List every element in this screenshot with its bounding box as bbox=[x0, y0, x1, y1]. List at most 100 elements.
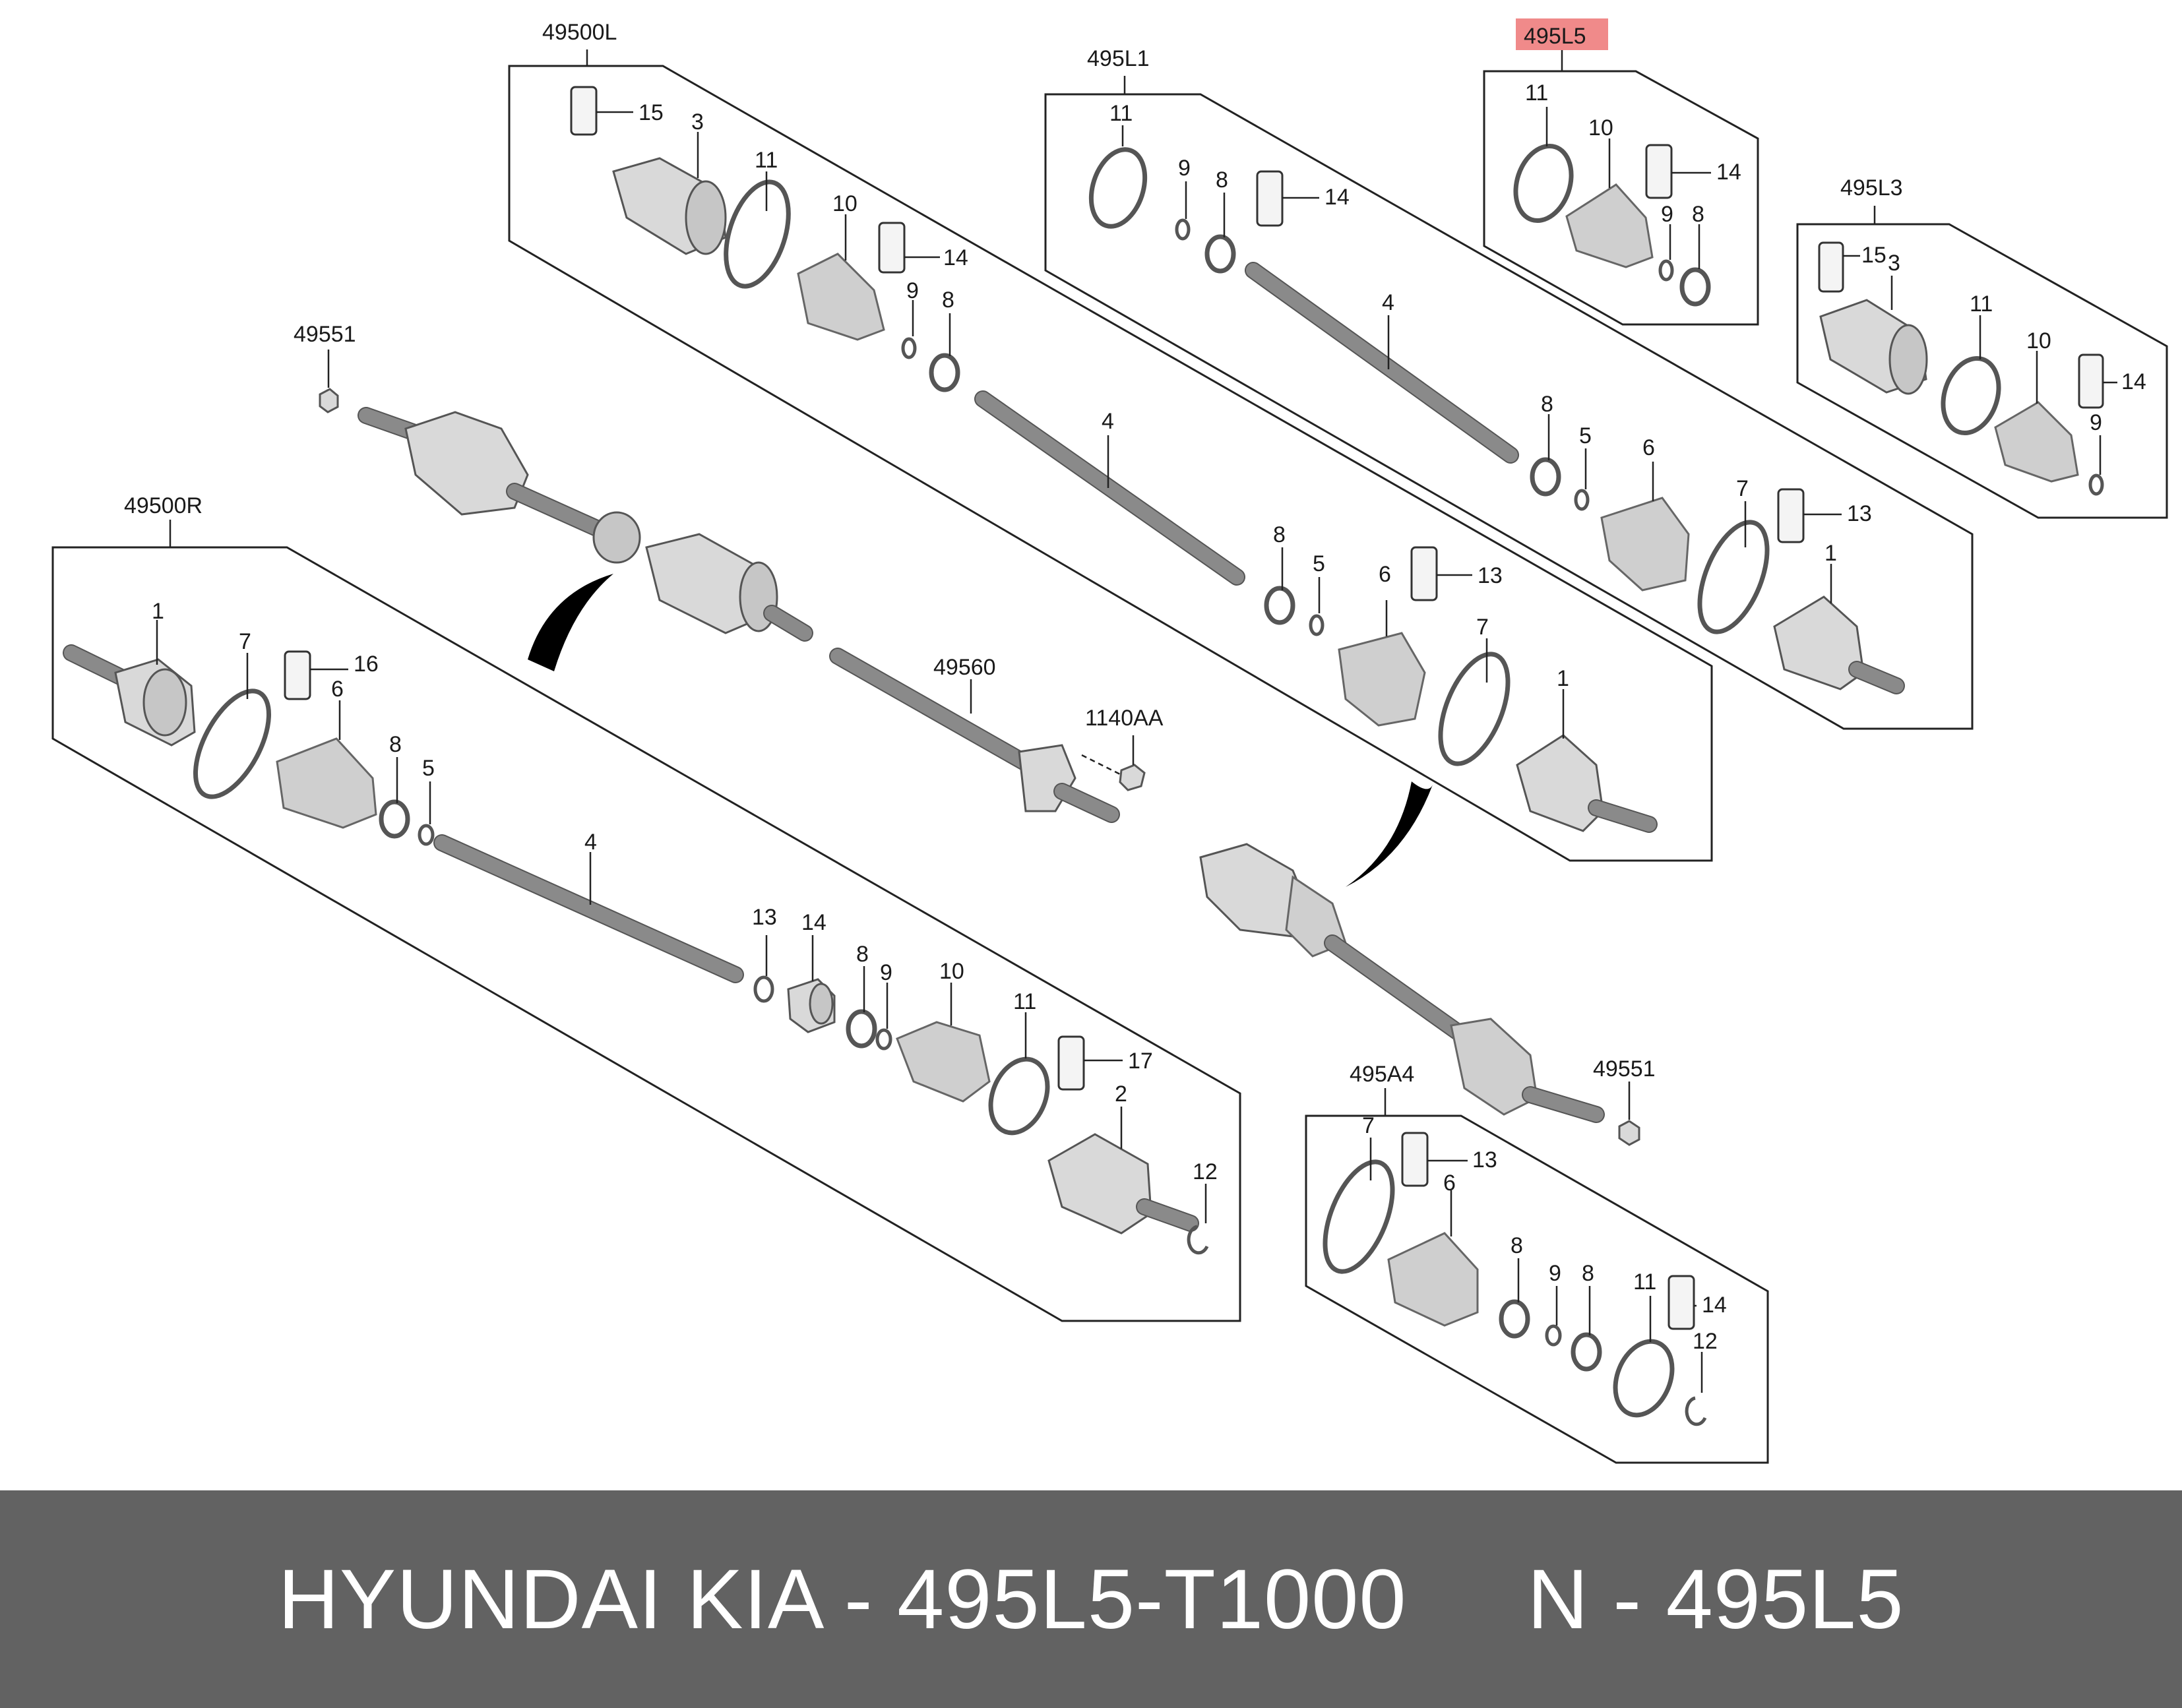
label-12[interactable]: 12 bbox=[1693, 1329, 1718, 1354]
label-6[interactable]: 6 bbox=[1642, 435, 1655, 460]
grease-tube-14[interactable] bbox=[878, 222, 906, 274]
ring-8[interactable] bbox=[1499, 1299, 1530, 1339]
label-9[interactable]: 9 bbox=[1549, 1261, 1561, 1286]
clamp-ring-7[interactable] bbox=[1427, 645, 1522, 774]
circlip-9[interactable] bbox=[1545, 1324, 1562, 1347]
boot-6[interactable] bbox=[1338, 632, 1426, 727]
label-5[interactable]: 5 bbox=[1579, 423, 1592, 448]
group-label-1140AA[interactable]: 1140AA bbox=[1085, 706, 1164, 731]
grease-tube-14[interactable] bbox=[1645, 144, 1673, 199]
circlip-5[interactable] bbox=[418, 824, 435, 846]
label-12[interactable]: 12 bbox=[1193, 1159, 1218, 1184]
circlip-13[interactable] bbox=[753, 975, 774, 1003]
tripod-housing-2[interactable] bbox=[1047, 1133, 1199, 1235]
bearing-14[interactable] bbox=[787, 978, 836, 1033]
grease-tube-14[interactable] bbox=[1256, 170, 1284, 227]
group-label-495L5[interactable]: 495L5 bbox=[1524, 24, 1586, 49]
snap-ring-12[interactable] bbox=[1685, 1396, 1707, 1426]
label-4[interactable]: 4 bbox=[1102, 409, 1114, 434]
label-14[interactable]: 14 bbox=[2121, 369, 2146, 394]
label-11[interactable]: 11 bbox=[1970, 291, 1993, 317]
intermediate-shaft-49560[interactable] bbox=[829, 648, 1120, 823]
label-14[interactable]: 14 bbox=[1702, 1293, 1727, 1318]
label-4[interactable]: 4 bbox=[1382, 290, 1394, 315]
grease-tube-17[interactable] bbox=[1057, 1035, 1085, 1091]
label-1[interactable]: 1 bbox=[1824, 541, 1837, 566]
grease-tube-14[interactable] bbox=[1668, 1275, 1695, 1330]
group-label-49500L[interactable]: 49500L bbox=[542, 20, 617, 45]
ring-8[interactable] bbox=[379, 799, 410, 839]
snap-ring-12[interactable] bbox=[1187, 1225, 1209, 1255]
circlip-9[interactable] bbox=[901, 337, 917, 359]
shaft-4[interactable] bbox=[976, 392, 1244, 584]
label-8b[interactable]: 8 bbox=[1582, 1261, 1594, 1286]
clamp-ring-7[interactable] bbox=[181, 680, 284, 808]
label-1[interactable]: 1 bbox=[152, 599, 164, 624]
label-1[interactable]: 1 bbox=[1557, 666, 1569, 691]
label-7[interactable]: 7 bbox=[1476, 615, 1489, 640]
label-6[interactable]: 6 bbox=[1379, 562, 1391, 587]
label-6[interactable]: 6 bbox=[331, 677, 344, 702]
label-3[interactable]: 3 bbox=[1888, 251, 1900, 276]
label-5[interactable]: 5 bbox=[422, 756, 435, 781]
label-8b[interactable]: 8 bbox=[1541, 392, 1553, 417]
circlip-9[interactable] bbox=[2088, 473, 2104, 496]
boot-6[interactable] bbox=[1600, 497, 1690, 592]
circlip-9[interactable] bbox=[875, 1028, 892, 1051]
label-9[interactable]: 9 bbox=[1178, 156, 1191, 181]
group-label-49560[interactable]: 49560 bbox=[933, 655, 996, 680]
boot-10[interactable] bbox=[1994, 401, 2079, 483]
label-4[interactable]: 4 bbox=[584, 830, 597, 855]
label-8[interactable]: 8 bbox=[1511, 1233, 1523, 1258]
boot-6[interactable] bbox=[1387, 1232, 1479, 1327]
label-9[interactable]: 9 bbox=[880, 960, 892, 985]
label-13[interactable]: 13 bbox=[1472, 1147, 1497, 1173]
outer-cv-joint-1[interactable] bbox=[63, 644, 196, 747]
circlip-9[interactable] bbox=[1175, 218, 1191, 241]
assembled-left-shaft[interactable] bbox=[358, 407, 813, 642]
label-2[interactable]: 2 bbox=[1115, 1082, 1127, 1107]
group-label-495L3[interactable]: 495L3 bbox=[1840, 175, 1903, 200]
label-9[interactable]: 9 bbox=[1661, 202, 1673, 227]
label-8b[interactable]: 8 bbox=[856, 942, 869, 967]
circlip-5[interactable] bbox=[1574, 489, 1590, 511]
boot-10[interactable] bbox=[896, 1021, 991, 1103]
label-11[interactable]: 11 bbox=[1013, 989, 1036, 1014]
grease-tube-15[interactable] bbox=[570, 86, 598, 136]
label-8b[interactable]: 8 bbox=[1273, 522, 1286, 547]
group-label-49500R[interactable]: 49500R bbox=[124, 493, 203, 518]
nut-49551-upper[interactable] bbox=[319, 388, 339, 413]
group-label-495A4[interactable]: 495A4 bbox=[1350, 1062, 1414, 1087]
label-7[interactable]: 7 bbox=[239, 629, 251, 654]
grease-tube-16[interactable] bbox=[284, 650, 311, 700]
label-17[interactable]: 17 bbox=[1128, 1049, 1153, 1074]
label-10[interactable]: 10 bbox=[2026, 328, 2051, 353]
clamp-ring-7[interactable] bbox=[1311, 1153, 1406, 1281]
ring-8b[interactable] bbox=[1530, 457, 1561, 497]
label-8[interactable]: 8 bbox=[389, 732, 402, 757]
label-3[interactable]: 3 bbox=[691, 109, 704, 135]
label-10[interactable]: 10 bbox=[832, 191, 857, 216]
group-label-495L1[interactable]: 495L1 bbox=[1087, 46, 1150, 71]
grease-tube-15[interactable] bbox=[1818, 241, 1844, 293]
label-11[interactable]: 11 bbox=[755, 148, 778, 173]
grease-tube-13[interactable] bbox=[1401, 1132, 1429, 1187]
clamp-ring-11[interactable] bbox=[980, 1051, 1058, 1142]
nut-49551-lower[interactable] bbox=[1618, 1120, 1640, 1146]
clamp-ring-7[interactable] bbox=[1686, 513, 1781, 642]
label-13[interactable]: 13 bbox=[752, 905, 777, 930]
label-15[interactable]: 15 bbox=[1861, 243, 1886, 268]
label-8[interactable]: 8 bbox=[942, 288, 954, 313]
clamp-ring-11[interactable] bbox=[1082, 142, 1154, 233]
circlip-9[interactable] bbox=[1658, 259, 1674, 282]
boot-6[interactable] bbox=[276, 737, 377, 829]
shaft-4[interactable] bbox=[1246, 263, 1518, 462]
label-16[interactable]: 16 bbox=[354, 652, 379, 677]
ring-8b[interactable] bbox=[1264, 586, 1295, 625]
clamp-ring-11[interactable] bbox=[714, 174, 801, 294]
label-10[interactable]: 10 bbox=[939, 959, 964, 984]
clamp-ring-11[interactable] bbox=[1507, 138, 1580, 228]
label-15[interactable]: 15 bbox=[639, 100, 664, 125]
shaft-4[interactable] bbox=[435, 836, 743, 982]
circlip-5[interactable] bbox=[1309, 614, 1325, 636]
